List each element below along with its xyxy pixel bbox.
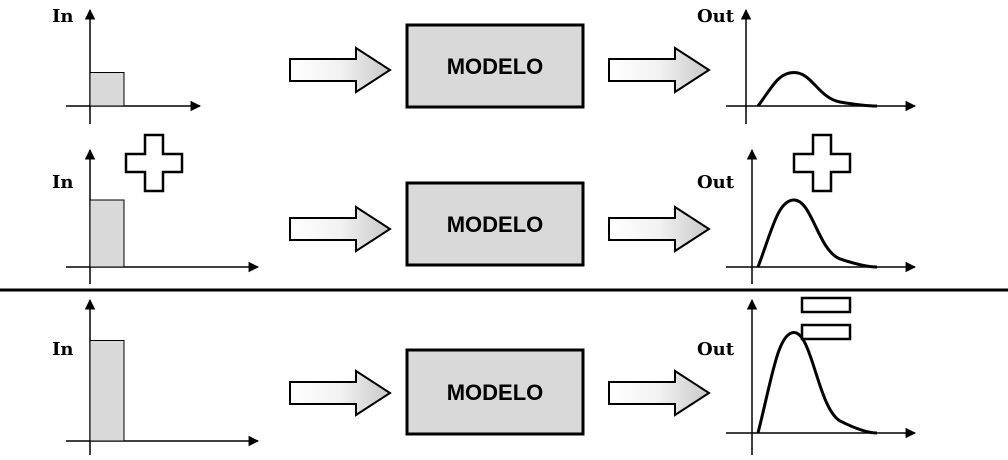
equals-operator <box>800 296 852 341</box>
output-curve <box>756 198 878 269</box>
arrow-from-model <box>608 46 711 94</box>
model-box: MODELO <box>405 348 585 436</box>
output-curve <box>756 330 878 435</box>
output-graph: Out <box>697 6 917 124</box>
input-label: In <box>52 172 74 193</box>
model-box: MODELO <box>405 23 585 109</box>
plus-operator-right <box>792 133 852 193</box>
input-label: In <box>52 339 74 360</box>
arrow-to-model <box>289 46 392 94</box>
input-pulse <box>89 340 125 442</box>
input-pulse <box>89 199 125 268</box>
model-box: MODELO <box>405 181 585 267</box>
output-label: Out <box>697 172 735 193</box>
arrow-from-model <box>608 369 711 417</box>
input-graph: In <box>52 298 260 455</box>
input-label: In <box>52 6 74 27</box>
arrow-to-model <box>289 369 392 417</box>
output-curve <box>756 70 878 108</box>
input-pulse <box>89 72 125 107</box>
model-label: MODELO <box>447 54 544 79</box>
output-graph: Out <box>697 298 917 455</box>
output-label: Out <box>697 339 735 360</box>
arrow-from-model <box>608 205 711 253</box>
input-graph: In <box>52 6 202 124</box>
output-graph: Out <box>697 148 917 284</box>
row-1: In MODELO Out <box>52 6 917 124</box>
model-label: MODELO <box>447 212 544 237</box>
plus-operator-left <box>124 133 184 193</box>
arrow-to-model <box>289 205 392 253</box>
input-graph: In <box>52 148 260 284</box>
output-label: Out <box>697 6 735 27</box>
row-2: In MODELO Out <box>52 148 917 284</box>
row-3: In MODELO Out <box>52 298 917 455</box>
model-label: MODELO <box>447 380 544 405</box>
